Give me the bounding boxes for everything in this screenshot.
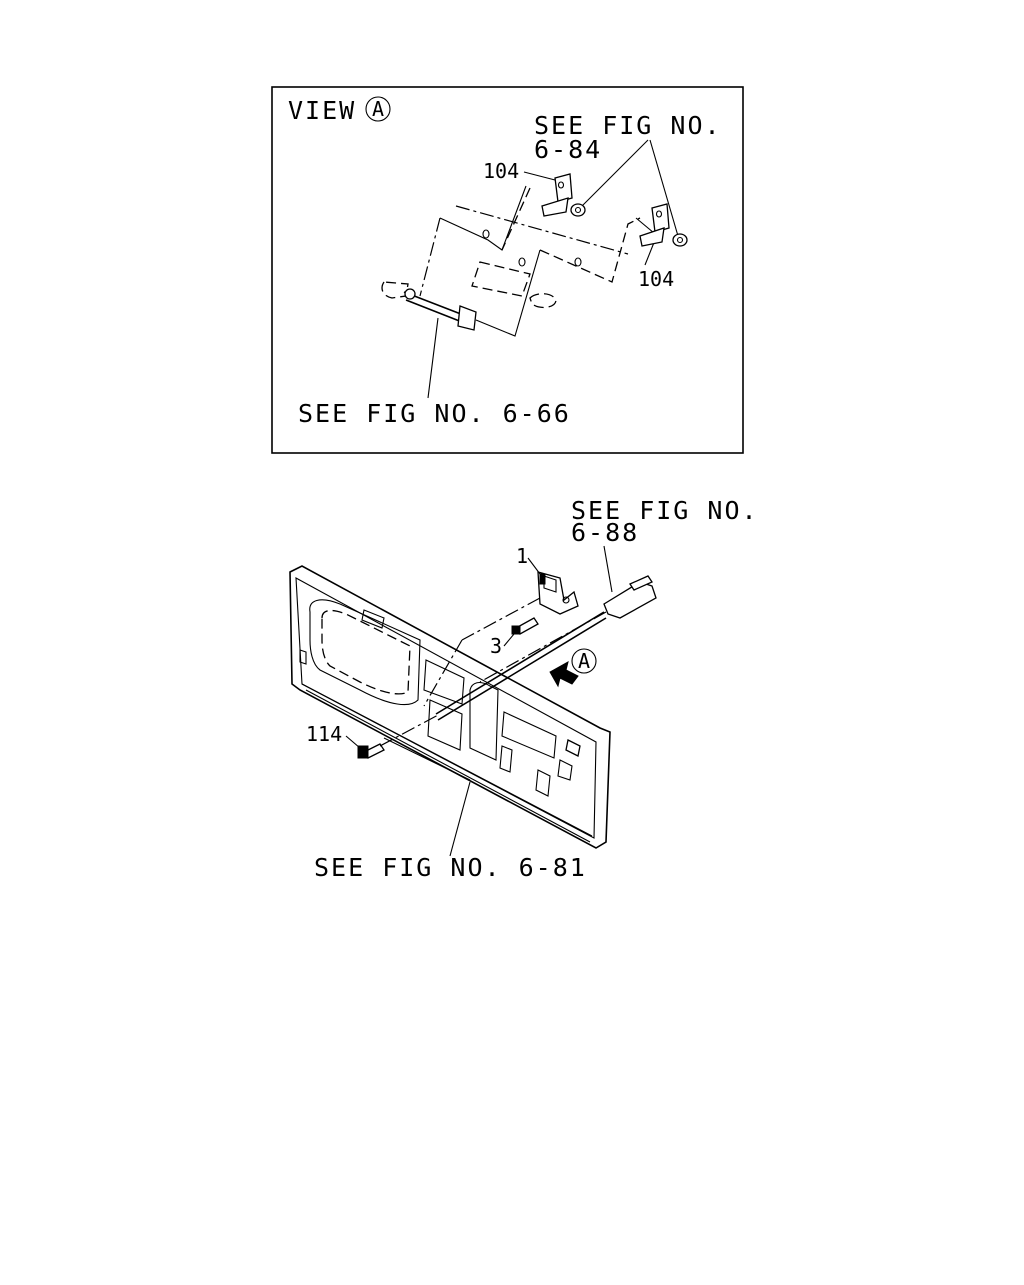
wire-right-dash <box>539 217 641 283</box>
view-marker-letter: A <box>372 97 384 121</box>
panel-top-edge <box>455 205 629 255</box>
hole-3 <box>574 257 582 267</box>
bolt-part-3 <box>511 617 539 635</box>
leader-6-66 <box>427 317 439 399</box>
axis-line-3 <box>479 611 607 683</box>
grommet-right <box>672 233 688 247</box>
ref-fig-6-81: SEE FIG NO. 6-81 <box>314 853 587 882</box>
view-a-marker-letter: A <box>578 649 590 673</box>
leader-104-left <box>523 171 556 181</box>
callout-114: 114 <box>306 722 342 746</box>
main-view: SEE FIG NO. 6-88 <box>289 496 759 882</box>
ref-fig-bottom: SEE FIG NO. 6-66 <box>298 399 571 428</box>
wire-left-dash <box>501 187 531 251</box>
callout-1: 1 <box>516 544 528 568</box>
access-cutout <box>471 261 531 297</box>
leader-grommet-right <box>649 139 679 237</box>
axis-line-2 <box>423 639 463 707</box>
leader-6-81 <box>449 781 471 857</box>
detail-view-a: VIEW A SEE FIG NO. 6-84 104 104 <box>271 86 744 454</box>
ref-fig-6-88-line1: SEE FIG NO. <box>571 496 759 525</box>
callout-104-right: 104 <box>638 267 674 291</box>
hole-2 <box>518 257 526 267</box>
detail-frame <box>271 86 744 454</box>
leader-grommet-left <box>579 139 649 209</box>
view-a-arrow <box>549 661 579 688</box>
leader-6-88 <box>603 545 613 593</box>
latch-part-1 <box>537 571 579 615</box>
leader-114 <box>345 735 361 749</box>
access-oval <box>529 293 557 309</box>
bracket-104-left <box>541 173 586 217</box>
view-title: VIEW <box>288 96 356 125</box>
grommet-left <box>570 203 586 217</box>
harness-rod <box>381 281 477 331</box>
tailgate-panel <box>289 565 611 849</box>
leader-3 <box>503 633 515 647</box>
wire-left <box>439 185 527 251</box>
ref-fig-top-line2: 6-84 <box>534 135 602 164</box>
axis-line-1 <box>461 597 541 641</box>
ref-fig-top-line1: SEE FIG NO. <box>534 111 722 140</box>
view-marker-circle <box>365 96 391 122</box>
bracket-104-right <box>639 203 688 247</box>
hole-1 <box>482 229 490 239</box>
view-a-marker-circle <box>571 648 597 674</box>
callout-104-left: 104 <box>483 159 519 183</box>
ref-fig-6-88-line2: 6-88 <box>571 518 639 547</box>
wire-middle <box>475 249 541 337</box>
callout-3: 3 <box>490 634 502 658</box>
rod-assembly <box>435 575 657 721</box>
leader-1 <box>527 557 541 575</box>
panel-left-edge <box>419 217 441 297</box>
screw-part-114 <box>357 713 441 759</box>
